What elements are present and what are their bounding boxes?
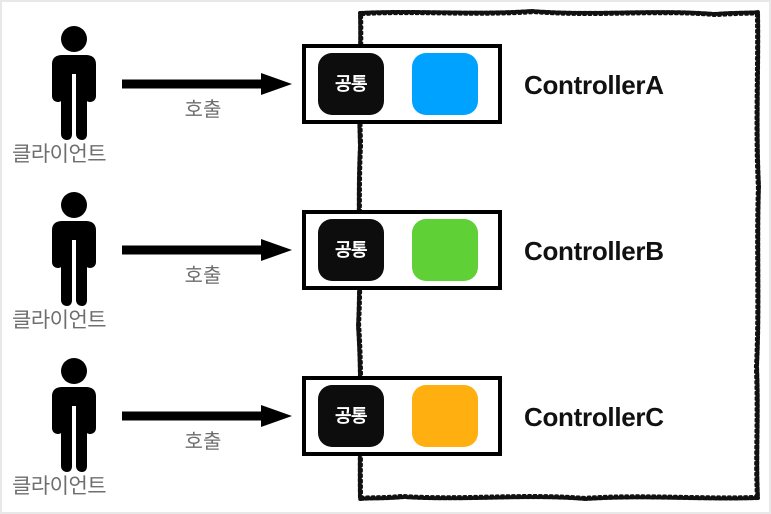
common-module-label: 공통 <box>334 406 368 426</box>
call-label: 호출 <box>184 265 222 287</box>
controller-box[interactable]: 공통 <box>302 44 502 124</box>
client-label: 클라이언트 <box>12 475 107 498</box>
diagram-row: 클라이언트 호출 공통 ControllerB <box>2 168 769 338</box>
controller-name-label: ControllerA <box>524 70 664 100</box>
controller-name-label: ControllerB <box>524 236 664 266</box>
call-label: 호출 <box>184 99 222 121</box>
common-module-chip: 공통 <box>318 385 384 447</box>
controller-box[interactable]: 공통 <box>302 376 502 456</box>
controller-color-chip <box>412 53 478 115</box>
diagram-row: 클라이언트 호출 공통 ControllerA <box>2 2 769 172</box>
client-actor-icon <box>46 358 102 476</box>
call-arrow-icon <box>122 236 297 266</box>
common-module-chip: 공통 <box>318 219 384 281</box>
controller-color-chip <box>412 385 478 447</box>
call-arrow-icon <box>122 70 297 100</box>
controller-box[interactable]: 공통 <box>302 210 502 290</box>
client-label: 클라이언트 <box>12 309 107 332</box>
common-module-label: 공통 <box>334 240 368 260</box>
common-module-chip: 공통 <box>318 53 384 115</box>
client-label: 클라이언트 <box>12 143 107 166</box>
call-label: 호출 <box>184 431 222 453</box>
call-arrow-icon <box>122 402 297 432</box>
client-actor-icon <box>46 192 102 310</box>
controller-name-label: ControllerC <box>524 402 664 432</box>
diagram-row: 클라이언트 호출 공통 ControllerC <box>2 334 769 509</box>
controller-color-chip <box>412 219 478 281</box>
client-actor-icon <box>46 26 102 144</box>
common-module-label: 공통 <box>334 74 368 94</box>
